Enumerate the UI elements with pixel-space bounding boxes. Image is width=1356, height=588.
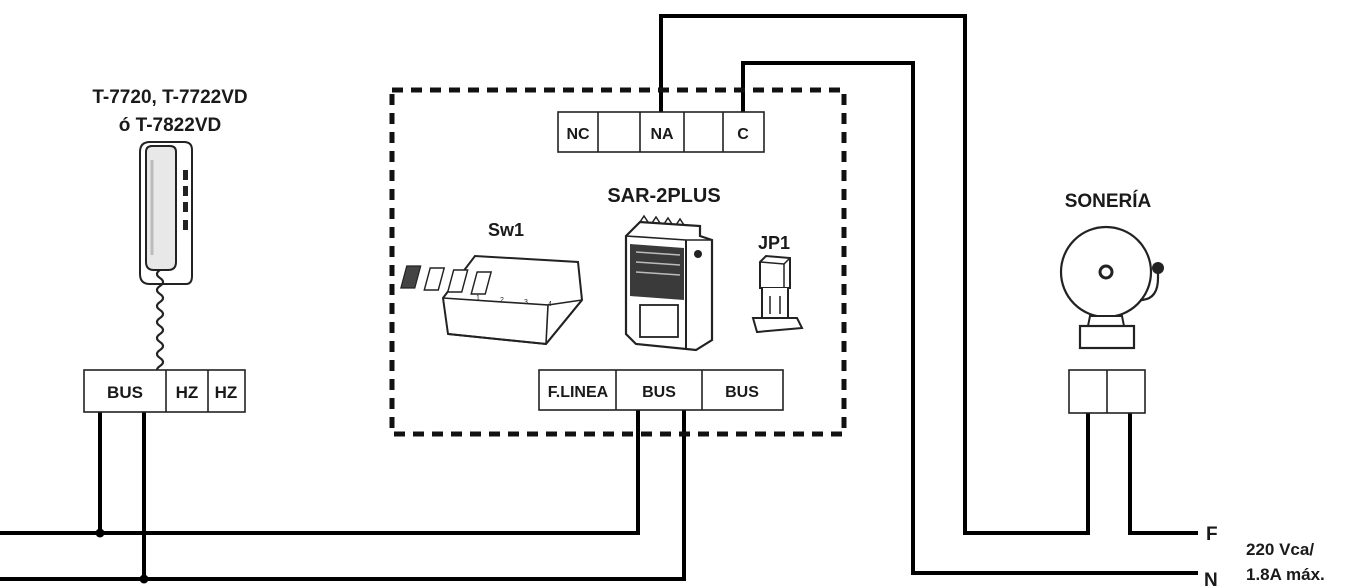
intercom-terminal-hz-2: HZ (215, 383, 238, 402)
dip-switch-icon: 1 2 3 4 (400, 254, 584, 346)
module-terminal-bus-2: BUS (725, 384, 759, 401)
bell-f-wire (1128, 413, 1198, 535)
junction-dot-2 (139, 574, 149, 584)
module-terminal-f-linea: F.LINEA (548, 384, 609, 401)
supply-voltage-line1: 220 Vca/ (1246, 540, 1314, 559)
intercom-handset-icon (139, 141, 193, 375)
bell-unit: SONERÍA (1059, 190, 1164, 414)
svg-text:1: 1 (476, 295, 480, 302)
relay-na-wire (659, 14, 1090, 535)
supply-neutral-label: N (1204, 570, 1218, 588)
wiring (0, 14, 1198, 584)
svg-text:3: 3 (524, 299, 528, 306)
intercom-terminal-block: BUS HZ HZ (83, 369, 246, 413)
relay-terminal-nc: NC (566, 126, 590, 143)
intercom-model-line2: ó T-7822VD (119, 115, 221, 136)
svg-text:2: 2 (500, 297, 504, 304)
intercom-terminal-bus: BUS (107, 383, 143, 402)
relay-terminal-na: NA (650, 126, 674, 143)
supply-phase-label: F (1206, 524, 1218, 545)
intercom-terminal-hz-1: HZ (176, 383, 199, 402)
module-enclosure: NC NA C SAR-2PLUS Sw1 1 2 3 4 (389, 87, 847, 437)
relay-c-wire (741, 61, 1198, 575)
module-terminal-bus-1: BUS (642, 384, 676, 401)
relay-terminal-block: NC NA C (557, 111, 765, 153)
jumper-icon (751, 254, 804, 334)
intercom-model-line1: T-7720, T-7722VD (92, 87, 247, 108)
relay-terminal-c: C (737, 126, 749, 143)
supply-voltage-line2: 1.8A máx. (1246, 565, 1325, 584)
bus-wire-1 (0, 408, 640, 535)
module-name: SAR-2PLUS (607, 185, 720, 207)
power-supply-labels: F N 220 Vca/ 1.8A máx. (1204, 524, 1325, 588)
module-bus-terminal-block: F.LINEA BUS BUS (538, 369, 784, 411)
relay-device-icon (624, 214, 714, 352)
bell-terminal-block (1068, 369, 1146, 414)
bell-label: SONERÍA (1065, 190, 1152, 212)
bell-icon (1059, 225, 1164, 350)
dip-switch-label: Sw1 (488, 220, 524, 240)
svg-text:4: 4 (548, 301, 552, 308)
bus-wire-2 (0, 408, 686, 581)
junction-dot-1 (95, 528, 105, 538)
intercom-unit: T-7720, T-7722VD ó T-7822VD BUS HZ HZ (83, 87, 248, 413)
jumper-label: JP1 (758, 233, 790, 253)
